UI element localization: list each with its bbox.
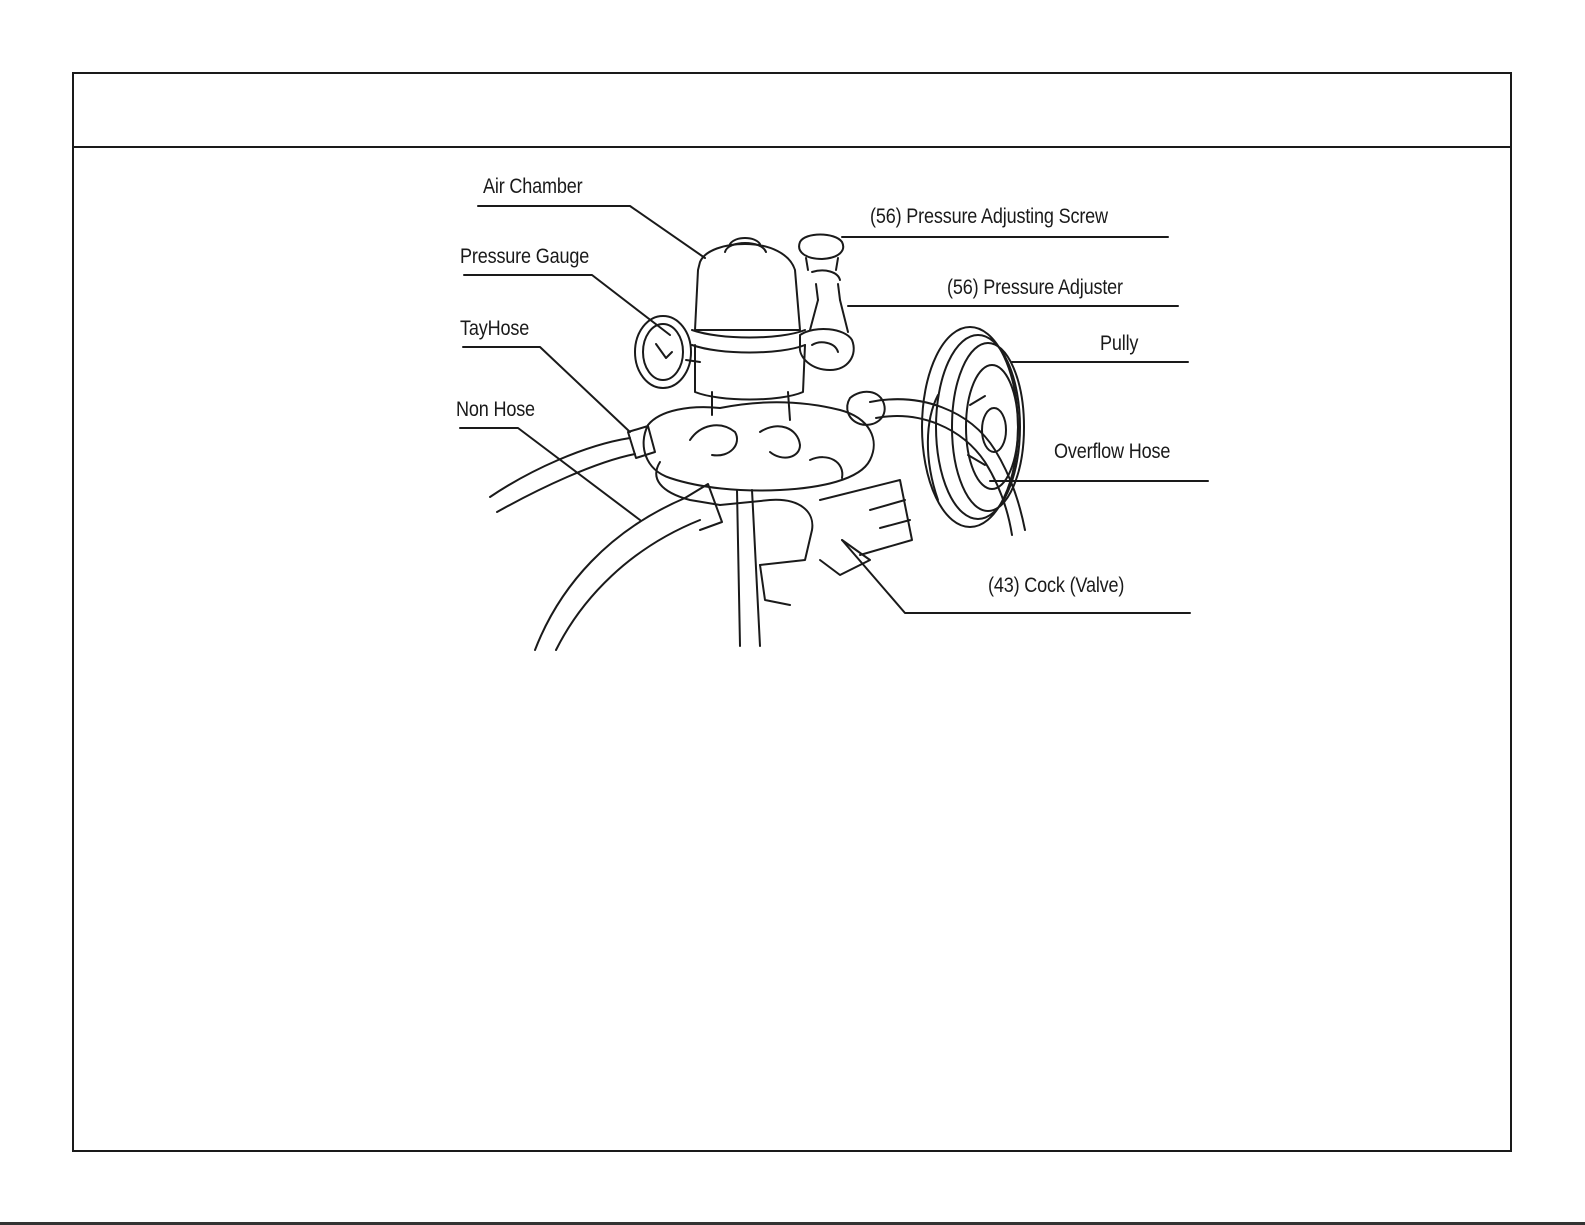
label-overflow-hose: Overflow Hose [1054,440,1170,464]
pulley-shape [922,327,1024,527]
label-pressure-adjuster: (56) Pressure Adjuster [947,276,1123,300]
label-pressure-gauge: Pressure Gauge [460,245,589,269]
pressure-gauge-shape [635,316,700,388]
pressure-adjuster-shape [799,235,854,371]
label-pressure-adjusting-screw: (56) Pressure Adjusting Screw [870,205,1108,229]
label-air-chamber: Air Chamber [483,175,582,199]
label-non-hose: Non Hose [456,398,535,422]
label-pully: Pully [1100,332,1138,356]
label-tay-hose: TayHose [460,317,529,341]
label-cock-valve: (43) Cock (Valve) [988,574,1124,598]
air-chamber-shape [692,238,805,420]
drain-pipes [737,490,760,646]
non-hose-shape [535,484,722,650]
